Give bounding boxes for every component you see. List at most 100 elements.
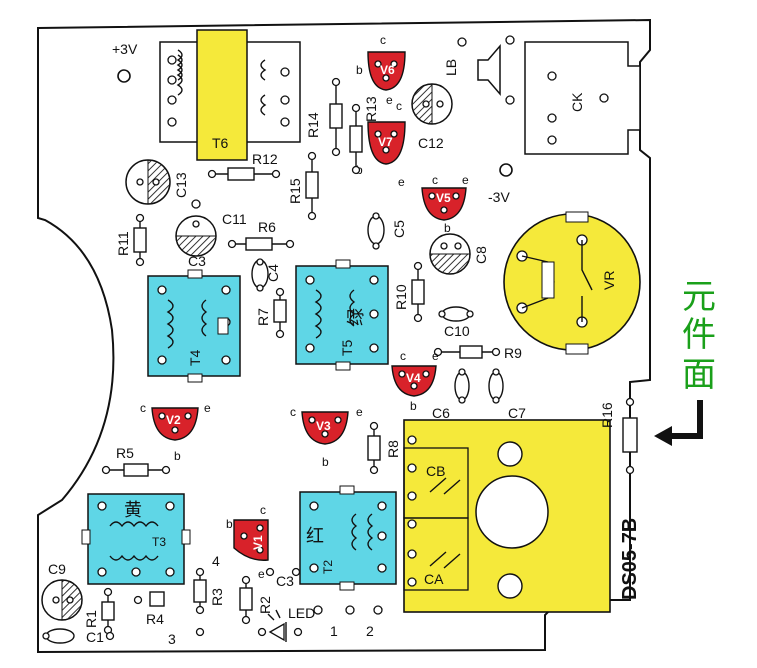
v6-pin-e: e [386,93,393,107]
t3-color-mark: 黄 [124,500,142,521]
c12-label: C12 [418,135,444,151]
r16-label: R16 [599,402,615,428]
resistor-r10 [411,261,425,323]
tuning-capacitor [403,419,611,613]
transistor-v3: V3 [301,411,349,445]
resistor-r15 [305,151,319,221]
transistor-v7: V7 [367,121,406,165]
ca-label: CA [424,571,444,587]
capacitor-c9 [41,579,83,621]
cb-label: CB [426,463,445,479]
resistor-r3 [193,567,207,615]
r13-label: R13 [363,96,379,122]
speaker-lb [457,35,515,105]
capacitor-c1 [42,628,75,644]
resistor-r1 [101,587,115,635]
transformer-t6: T6 [159,29,301,161]
point-2-label: 2 [366,623,374,639]
side-label-char-2: 件 [682,315,716,355]
resistor-r5 [101,463,171,477]
r8-label: R8 [385,440,401,458]
resistor-r16 [622,397,638,475]
model-number: DS05-7B [619,518,641,600]
capacitor-c10 [438,306,474,322]
r9-label: R9 [504,345,522,361]
capacitor-c5 [367,212,385,250]
c1-label: C1 [86,629,104,645]
resistor-r4 [133,591,165,607]
transformer-t5 [295,259,389,371]
point-1-label: 1 [330,623,338,639]
v2-pin-b: b [174,449,181,463]
resistor-r11 [133,213,147,267]
plus3v-label: +3V [112,41,138,57]
r4-label: R4 [146,611,164,627]
r11-label: R11 [115,231,131,256]
transformer-t3 [81,493,191,585]
c7-label: C7 [508,405,526,421]
c5-label: C5 [391,220,407,238]
resistor-r8 [367,421,381,475]
t6-label: T6 [212,135,229,151]
v7-pin-c: c [396,99,402,113]
c6-label: C6 [432,405,450,421]
v5-label: V5 [436,191,451,205]
resistor-r12 [207,167,281,181]
point-3-label: 3 [168,631,176,647]
v1-pin-c: c [260,503,266,517]
resistor-r14 [329,77,343,157]
v6-pin-c: c [380,33,386,47]
v6-label: V6 [380,63,395,77]
v5-pin-c: c [432,173,438,187]
c4-label: C4 [265,264,281,282]
resistor-r2 [239,575,253,625]
v4-pin-c: c [400,349,406,363]
led-icon [257,609,303,642]
capacitor-c12 [411,83,453,125]
c9-label: C9 [48,561,66,577]
r14-label: R14 [305,112,321,138]
capacitor-c13 [125,159,171,205]
v2-pin-c: c [140,401,146,415]
r12-label: R12 [252,151,278,167]
v3-pin-c: c [290,405,296,419]
volume-potentiometer-vr [503,211,641,355]
r2-label: R2 [257,596,273,614]
arrow-icon [654,400,703,446]
r6-label: R6 [258,219,276,235]
capacitor-c4 [251,258,269,292]
v1-pin-e: e [258,567,265,581]
transformer-t4 [147,269,241,383]
component-side-label: 元 件 面 [682,277,716,395]
v1-label: V1 [251,535,265,550]
v4-pin-e: e [432,349,439,363]
r7-label: R7 [255,308,271,326]
v3-label: V3 [316,419,331,433]
jack-ck [524,41,641,155]
c3-top-label: C3 [188,253,206,269]
t5-label: T5 [339,339,355,356]
minus3v-label: -3V [488,189,510,205]
t2-label: T2 [321,560,335,574]
t2-color-mark: 红 [306,526,324,547]
v7-label: V7 [378,135,393,149]
t4-label: T4 [187,349,203,366]
side-label-char-1: 元 [682,277,716,317]
r3-label: R3 [209,588,225,606]
v6-pin-b: b [356,63,363,77]
ck-label: CK [569,92,585,112]
side-label-char-3: 面 [682,355,716,395]
v7-pin-e: e [398,175,405,189]
capacitor-c11 [175,215,217,257]
resistor-r7 [273,287,287,339]
led-label: LED [288,605,315,621]
v2-pin-e: e [204,401,211,415]
transformer-t2 [299,485,397,591]
transistor-v4: V4 [391,365,437,397]
t5-color-mark: 绿 [346,308,367,326]
t3-label: T3 [152,535,166,549]
c10-label: C10 [444,323,470,339]
capacitor-c6 [454,368,470,404]
v5-pin-e: e [462,173,469,187]
point-4-label: 4 [212,553,220,569]
